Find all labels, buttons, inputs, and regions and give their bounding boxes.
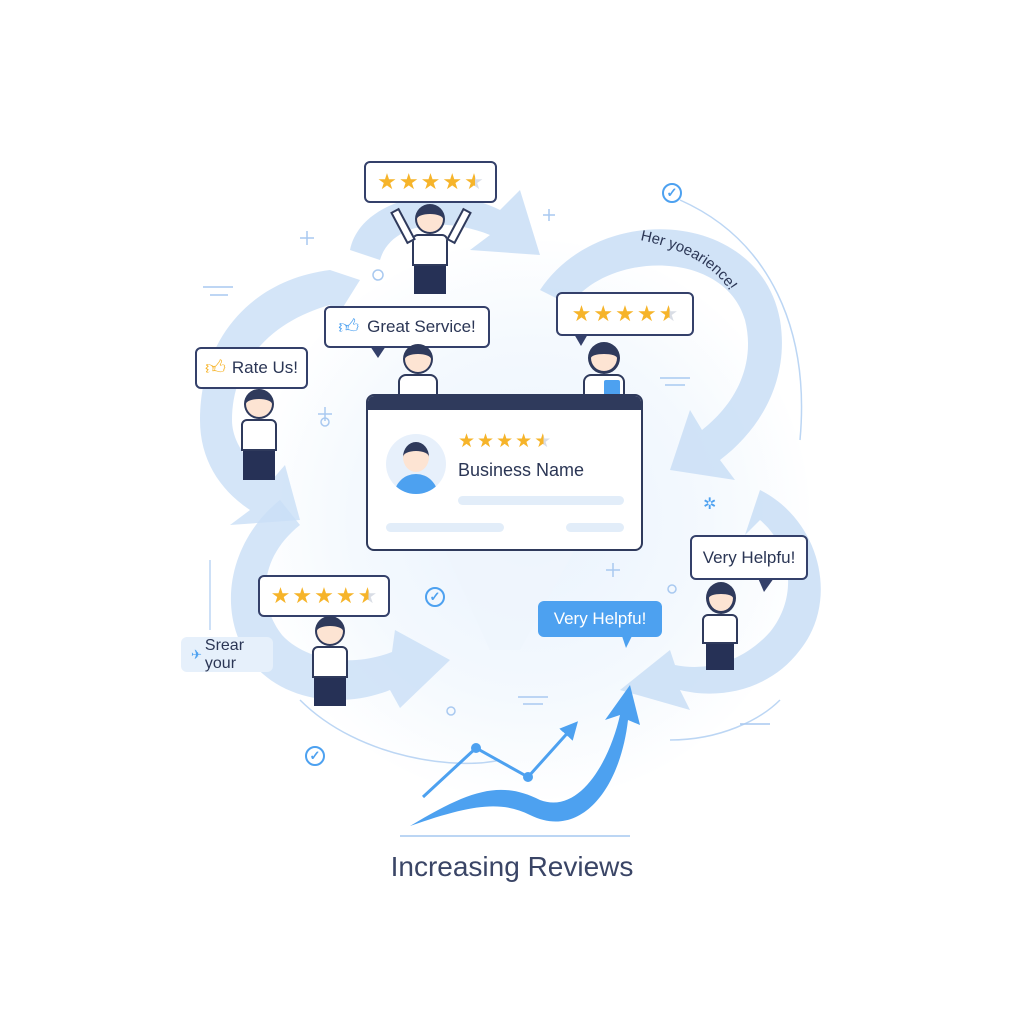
check-icon: ✓ <box>662 183 682 203</box>
placeholder-line <box>458 496 624 505</box>
rate-us-label: Rate Us! <box>231 358 299 377</box>
person-figure <box>225 385 293 480</box>
placeholder-line <box>386 523 504 532</box>
share-label: Srear your <box>204 636 245 672</box>
star-icon: ★ <box>477 431 495 452</box>
bubble-tail <box>574 334 588 346</box>
share-icon: ✈ <box>191 646 202 662</box>
placeholder-line <box>566 523 624 532</box>
bubble-tail <box>622 636 632 648</box>
right-rating-bubble: ★ ★ ★ ★ ★ <box>556 292 694 336</box>
star-icon: ★ <box>496 431 514 452</box>
bubble-tail <box>370 346 386 358</box>
top-rating-sign: ★ ★ ★ ★ ★ <box>364 161 497 203</box>
star-icon: ★ <box>377 169 397 194</box>
star-icon: ★ <box>314 583 334 608</box>
star-icon: ★ <box>615 301 635 326</box>
star-icon: ★ <box>335 583 356 608</box>
star-icon: ★ <box>420 169 441 194</box>
half-star-icon: ★ <box>534 431 552 452</box>
check-icon: ✓ <box>305 746 325 766</box>
share-tag: ✈ Srear your <box>181 637 273 672</box>
half-star-icon: ★ <box>658 301 679 326</box>
avatar <box>386 434 446 494</box>
very-helpful-blue-bubble: Very Helpfu! <box>538 601 662 637</box>
business-name: Business Name <box>458 460 585 480</box>
star-icon: ★ <box>515 431 533 452</box>
great-service-bubble: 👍︎ Great Service! <box>324 306 490 348</box>
star-icon: ★ <box>593 301 614 326</box>
star-icon: ★ <box>398 169 419 194</box>
thumbs-up-icon: 👍︎ <box>338 316 360 338</box>
star-icon: ★ <box>636 301 657 326</box>
thumbs-up-icon: 👍︎ <box>204 357 226 379</box>
left-rating-sign: ★ ★ ★ ★ ★ <box>258 575 390 617</box>
check-icon: ✓ <box>425 587 445 607</box>
card-header-bar <box>368 396 641 410</box>
person-figure <box>390 200 472 294</box>
star-icon: ★ <box>458 431 476 452</box>
very-helpful-blue-label: Very Helpfu! <box>553 609 647 628</box>
bubble-tail <box>758 578 774 592</box>
star-icon: ★ <box>571 301 592 326</box>
half-star-icon: ★ <box>357 583 378 608</box>
card-star-rating: ★ ★ ★ ★ ★ <box>458 432 551 451</box>
star-rating: ★ ★ ★ ★ ★ <box>377 171 484 193</box>
business-card: ★ ★ ★ ★ ★ Business Name <box>366 394 643 551</box>
half-star-icon: ★ <box>464 169 484 194</box>
star-icon: ★ <box>270 583 291 608</box>
illustration-title: Increasing Reviews <box>390 851 634 882</box>
sparkle-icon: ✲ <box>703 496 717 513</box>
great-service-label: Great Service! <box>367 317 476 336</box>
very-helpful-bubble: Very Helpfu! <box>690 535 808 580</box>
rate-us-sign: 👍︎ Rate Us! <box>195 347 308 389</box>
star-rating: ★ ★ ★ ★ ★ <box>271 585 378 607</box>
star-icon: ★ <box>442 169 463 194</box>
very-helpful-label: Very Helpfu! <box>702 547 796 567</box>
person-figure <box>700 578 754 670</box>
star-rating: ★ ★ ★ ★ ★ <box>572 303 679 325</box>
star-icon: ★ <box>292 583 313 608</box>
person-figure <box>297 612 363 706</box>
